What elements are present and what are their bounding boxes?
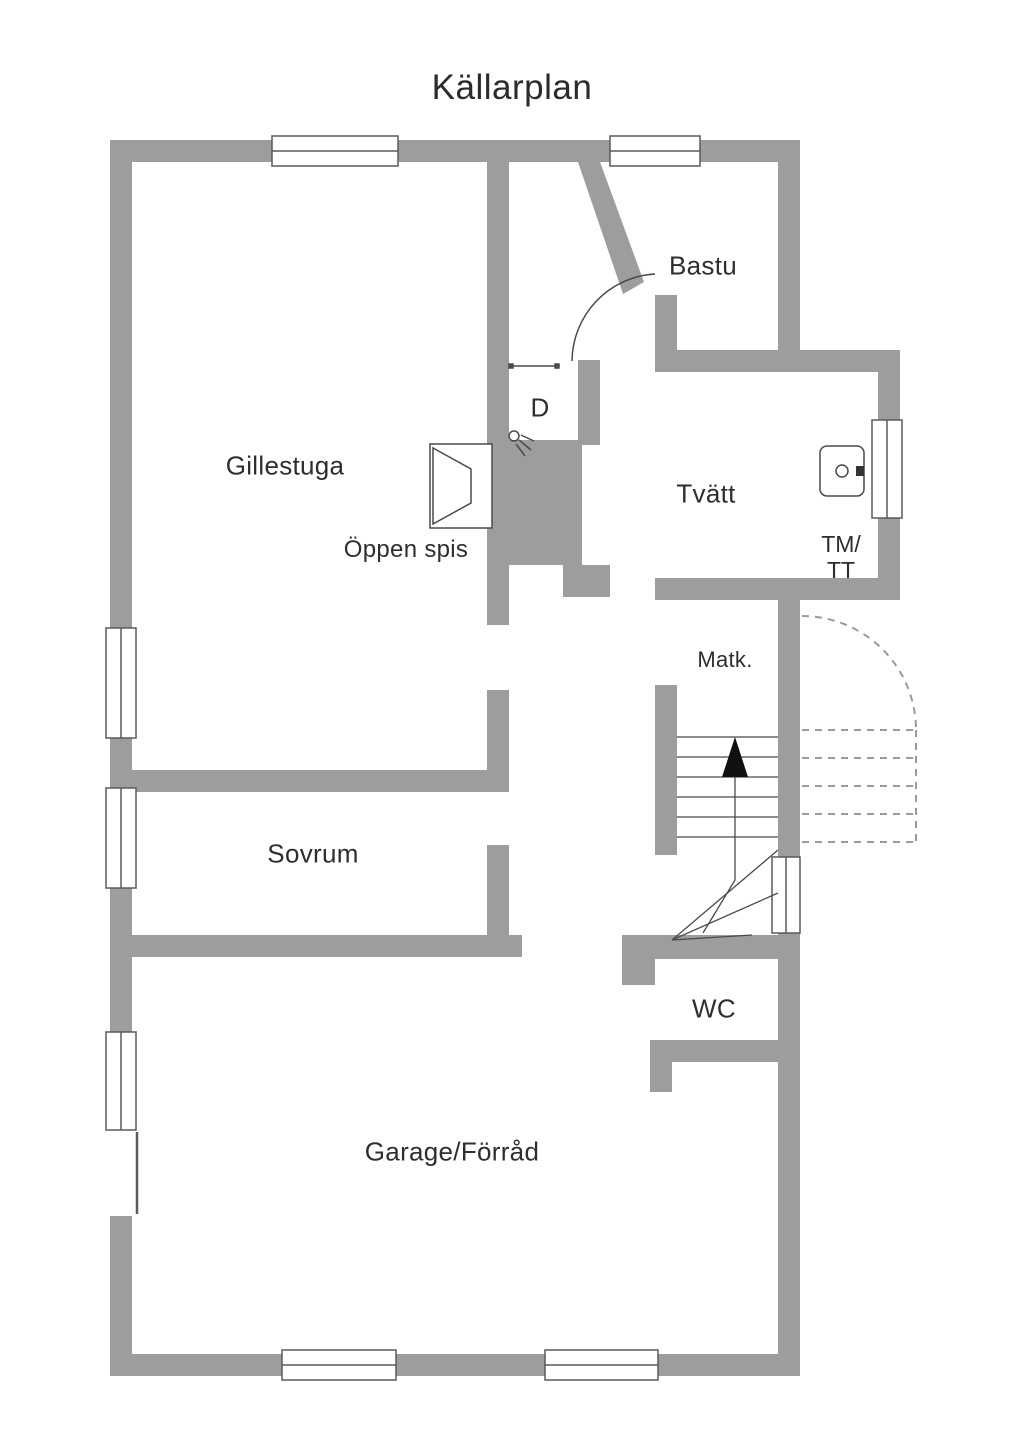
room-label-garage: Garage/Förråd: [364, 1136, 540, 1167]
windows-layer: [105, 135, 903, 1381]
window-left-garage: [105, 1031, 137, 1131]
room-label-gillestuga: Gillestuga: [225, 450, 345, 481]
room-label-shower: D: [530, 392, 550, 423]
window-right-stairs: [771, 856, 801, 934]
bastu-door-arc: [571, 273, 656, 362]
page-title: Källarplan: [431, 68, 593, 107]
window-top-bastu: [609, 135, 701, 167]
appliance-label-tm: TM/: [821, 531, 861, 557]
room-label-matk: Matk.: [697, 647, 753, 672]
sink-icon: [819, 445, 865, 497]
window-bottom-left: [281, 1349, 397, 1381]
fireplace-icon: [429, 443, 493, 529]
room-label-sovrum: Sovrum: [267, 838, 359, 869]
room-label-wc: WC: [692, 993, 736, 1024]
shower-rail: [508, 363, 560, 369]
room-label-bastu: Bastu: [669, 250, 737, 281]
stairs-up-arrow-icon: [722, 737, 748, 777]
outdoor-steps-dashed: [801, 615, 917, 843]
wall-layer: [110, 140, 900, 1376]
staircase: [671, 736, 779, 941]
window-bottom-right: [544, 1349, 659, 1381]
label-oppen-spis: Öppen spis: [343, 536, 469, 563]
window-top-gillestuga: [271, 135, 399, 167]
window-left-gillestuga: [105, 627, 137, 739]
window-right-tvatt: [871, 419, 903, 519]
window-left-sovrum: [105, 787, 137, 889]
shower-icon: [508, 430, 535, 457]
appliance-label-tt: TT: [826, 557, 856, 583]
room-label-tvatt: Tvätt: [676, 478, 736, 509]
appliance-label-tm-tt: TM/ TT: [821, 531, 861, 583]
